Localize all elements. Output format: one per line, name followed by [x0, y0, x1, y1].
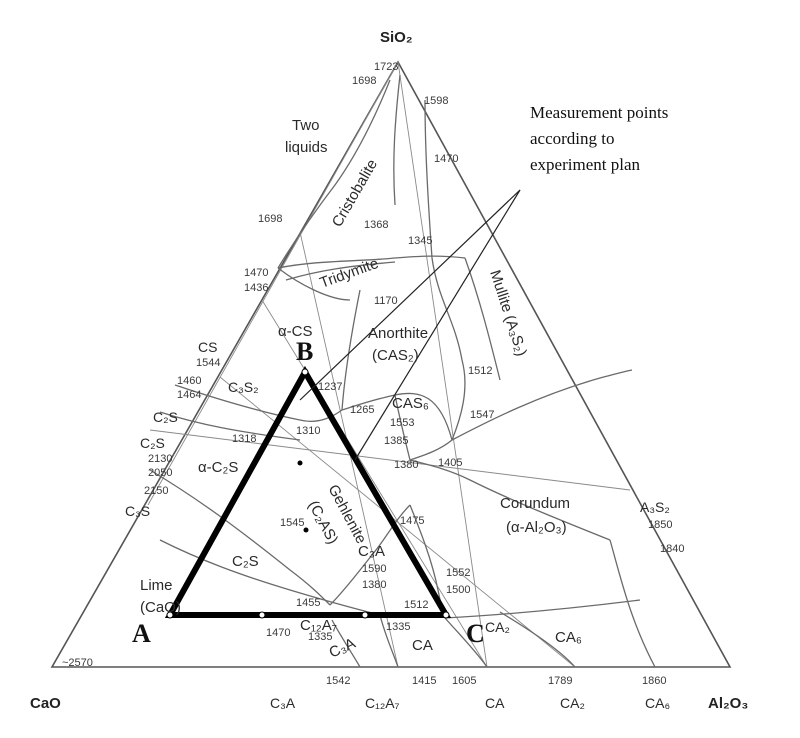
- svg-text:according to: according to: [530, 129, 615, 148]
- field-labels: Two liquids Cristobalite Tridymite α-CS …: [140, 117, 582, 662]
- svg-text:C₃S: C₃S: [125, 503, 150, 519]
- svg-text:1368: 1368: [364, 219, 388, 231]
- svg-text:1345: 1345: [408, 235, 432, 247]
- svg-text:1698: 1698: [352, 75, 376, 87]
- svg-text:2150: 2150: [144, 485, 168, 497]
- svg-text:1598: 1598: [424, 95, 448, 107]
- svg-text:1512: 1512: [404, 599, 428, 611]
- svg-text:1590: 1590: [362, 563, 386, 575]
- svg-text:Corundum: Corundum: [500, 495, 570, 512]
- field-boundaries: [149, 74, 656, 668]
- svg-text:1544: 1544: [196, 357, 220, 369]
- annotation-arrows: [299, 189, 521, 461]
- svg-text:1436: 1436: [244, 282, 268, 294]
- svg-text:1552: 1552: [446, 567, 470, 579]
- svg-text:1512: 1512: [468, 365, 492, 377]
- svg-text:1542: 1542: [326, 675, 350, 687]
- svg-text:C₂S: C₂S: [153, 409, 178, 425]
- point-b-label: B: [296, 337, 313, 366]
- svg-text:1470: 1470: [434, 153, 458, 165]
- svg-text:1464: 1464: [177, 389, 201, 401]
- ternary-triangle: [50, 60, 732, 668]
- svg-text:1860: 1860: [642, 675, 666, 687]
- svg-text:1723: 1723: [374, 61, 398, 73]
- svg-text:1455: 1455: [296, 597, 320, 609]
- svg-text:α-CS: α-CS: [278, 323, 313, 340]
- compound-joins: [147, 61, 631, 668]
- svg-text:C₃S₂: C₃S₂: [228, 379, 259, 395]
- point-a-label: A: [132, 619, 151, 648]
- svg-text:(α-Al₂O₃): (α-Al₂O₃): [506, 519, 567, 536]
- svg-text:1265: 1265: [350, 404, 374, 416]
- measurement-points: [166, 368, 450, 619]
- svg-text:(CAS₂): (CAS₂): [372, 347, 419, 364]
- svg-text:1335: 1335: [308, 631, 332, 643]
- svg-text:1698: 1698: [258, 213, 282, 225]
- svg-text:1470: 1470: [266, 627, 290, 639]
- svg-text:CA₂: CA₂: [485, 619, 510, 635]
- temperature-labels: 1723 1698 1598 1470 1698 1368 1345 1470 …: [62, 61, 684, 687]
- vertex-al2o3: Al₂O₃: [708, 695, 748, 712]
- svg-text:1310: 1310: [296, 425, 320, 437]
- vertex-sio2: SiO₂: [380, 29, 413, 46]
- svg-text:~2570: ~2570: [62, 657, 93, 669]
- svg-text:1335: 1335: [386, 621, 410, 633]
- svg-text:CS: CS: [198, 339, 217, 355]
- svg-text:Anorthite: Anorthite: [368, 325, 428, 342]
- svg-text:1385: 1385: [384, 435, 408, 447]
- svg-text:(CaO): (CaO): [140, 599, 181, 616]
- svg-text:experiment plan: experiment plan: [530, 155, 640, 174]
- svg-text:1405: 1405: [438, 457, 462, 469]
- svg-text:1475: 1475: [400, 515, 424, 527]
- svg-text:Mullite (A₃S₂): Mullite (A₃S₂): [486, 268, 530, 358]
- svg-text:1547: 1547: [470, 409, 494, 421]
- svg-text:CAS₆: CAS₆: [392, 395, 429, 412]
- svg-text:1415: 1415: [412, 675, 436, 687]
- svg-text:C₃A: C₃A: [358, 543, 385, 560]
- svg-text:CA: CA: [485, 695, 505, 711]
- svg-text:1460: 1460: [177, 375, 201, 387]
- svg-text:1380: 1380: [394, 459, 418, 471]
- svg-text:Two: Two: [292, 117, 320, 134]
- svg-text:1850: 1850: [648, 519, 672, 531]
- svg-text:liquids: liquids: [285, 139, 328, 156]
- svg-text:Measurement points: Measurement points: [530, 103, 668, 122]
- svg-text:1545: 1545: [280, 517, 304, 529]
- svg-text:CA₂: CA₂: [560, 695, 585, 711]
- svg-text:2130: 2130: [148, 453, 172, 465]
- svg-text:1553: 1553: [390, 417, 414, 429]
- svg-text:1318: 1318: [232, 433, 256, 445]
- svg-text:1237: 1237: [318, 381, 342, 393]
- svg-text:C₃A: C₃A: [270, 695, 296, 711]
- svg-text:1789: 1789: [548, 675, 572, 687]
- svg-text:1605: 1605: [452, 675, 476, 687]
- svg-text:CA₆: CA₆: [555, 629, 582, 646]
- svg-text:CA₆: CA₆: [645, 695, 670, 711]
- svg-text:C₁₂A₇: C₁₂A₇: [300, 617, 337, 634]
- svg-text:α-C₂S: α-C₂S: [198, 459, 238, 476]
- svg-text:2050: 2050: [148, 467, 172, 479]
- svg-text:C₁₂A₇: C₁₂A₇: [365, 695, 400, 711]
- vertex-cao: CaO: [30, 695, 61, 712]
- svg-text:1170: 1170: [374, 295, 398, 307]
- svg-text:CA: CA: [412, 637, 433, 654]
- svg-text:C₂S: C₂S: [140, 435, 165, 451]
- svg-text:A₃S₂: A₃S₂: [640, 499, 670, 515]
- svg-text:1470: 1470: [244, 267, 268, 279]
- side-compounds: CS C₃S₂ C₂S C₂S C₃S A₃S₂ CA₂: [125, 339, 670, 635]
- annotation: Measurement points according to experime…: [530, 103, 668, 174]
- svg-text:C₂S: C₂S: [232, 553, 259, 570]
- svg-text:Lime: Lime: [140, 577, 173, 594]
- svg-text:1500: 1500: [446, 584, 470, 596]
- svg-text:1380: 1380: [362, 579, 386, 591]
- svg-text:1840: 1840: [660, 543, 684, 555]
- bottom-compounds: C₃A C₁₂A₇ CA CA₂ CA₆: [270, 695, 670, 711]
- point-c-label: C: [466, 619, 485, 648]
